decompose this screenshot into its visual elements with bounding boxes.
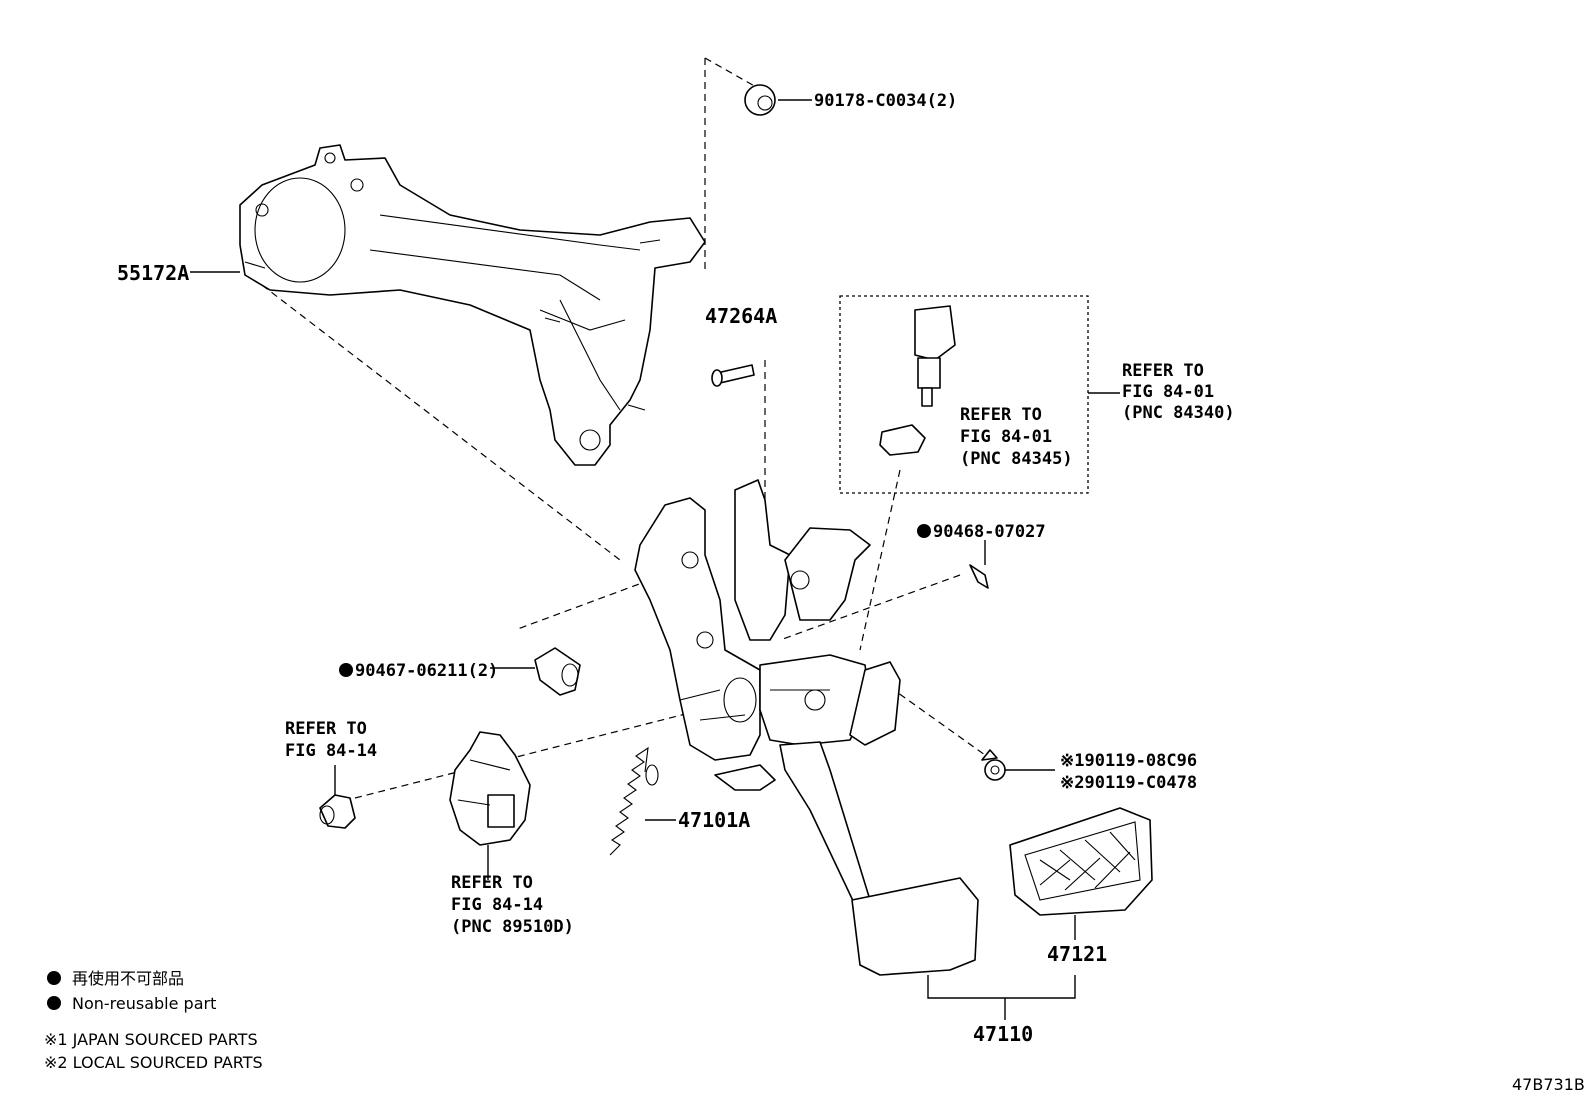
dash-clip (779, 574, 961, 641)
label-refer-bottom-1: REFER TO (451, 873, 533, 893)
dash-support-to-bracket (261, 284, 621, 561)
label-support: 55172A (117, 261, 189, 285)
legend-line-1: 再使用不可部品 (72, 969, 184, 988)
label-refer-inner-2: FIG 84-01 (960, 427, 1052, 447)
sensor-part (449, 731, 531, 880)
label-refer-left-2: FIG 84-14 (285, 741, 377, 761)
label-clip: 90468-07027 (933, 522, 1046, 542)
dash-bolt (879, 679, 986, 756)
pedal-pad (1009, 807, 1153, 940)
legend-line-2: Non-reusable part (72, 994, 216, 1013)
bolt-part (981, 749, 1055, 781)
legend-dot-1 (47, 971, 61, 985)
dash-stop-lamp (859, 469, 901, 651)
label-pad: 47121 (1047, 942, 1107, 966)
label-pin: 47264A (705, 304, 777, 328)
legend-dot-2 (47, 996, 61, 1010)
pedal-arm (714, 741, 979, 976)
label-refer-outer-2: FIG 84-01 (1122, 382, 1214, 402)
stop-lamp-box (839, 295, 1120, 494)
assy-bracket-line (927, 975, 1076, 1020)
clip-part (917, 524, 989, 589)
label-bolt-2: ※290119-C0478 (1060, 773, 1197, 793)
dash-cushion (514, 579, 651, 631)
nut-part (744, 84, 812, 116)
label-spring: 47101A (678, 808, 750, 832)
bushing-part (319, 765, 356, 829)
label-bolt-1: ※190119-08C96 (1060, 751, 1197, 771)
label-refer-outer-1: REFER TO (1122, 361, 1204, 381)
label-refer-bottom-3: (PNC 89510D) (451, 917, 574, 937)
label-refer-inner-1: REFER TO (960, 405, 1042, 425)
label-refer-bottom-2: FIG 84-14 (451, 895, 543, 915)
cushion-part (339, 647, 581, 696)
legend: 再使用不可部品 Non-reusable part ※1 JAPAN SOURC… (44, 969, 263, 1072)
spring-part (609, 746, 676, 856)
pin-part (711, 364, 755, 387)
support-bracket (190, 144, 706, 466)
figure-id: 47B731B (1512, 1075, 1585, 1094)
label-nut: 90178-C0034(2) (814, 91, 957, 111)
pedal-bracket (634, 479, 901, 761)
label-refer-outer-3: (PNC 84340) (1122, 403, 1235, 423)
label-cushion: 90467-06211(2) (355, 661, 498, 681)
legend-line-3: ※1 JAPAN SOURCED PARTS (44, 1030, 258, 1049)
legend-line-4: ※2 LOCAL SOURCED PARTS (44, 1053, 263, 1072)
label-pedal-assy: 47110 (973, 1022, 1033, 1046)
label-refer-inner-3: (PNC 84345) (960, 449, 1073, 469)
label-refer-left-1: REFER TO (285, 719, 367, 739)
